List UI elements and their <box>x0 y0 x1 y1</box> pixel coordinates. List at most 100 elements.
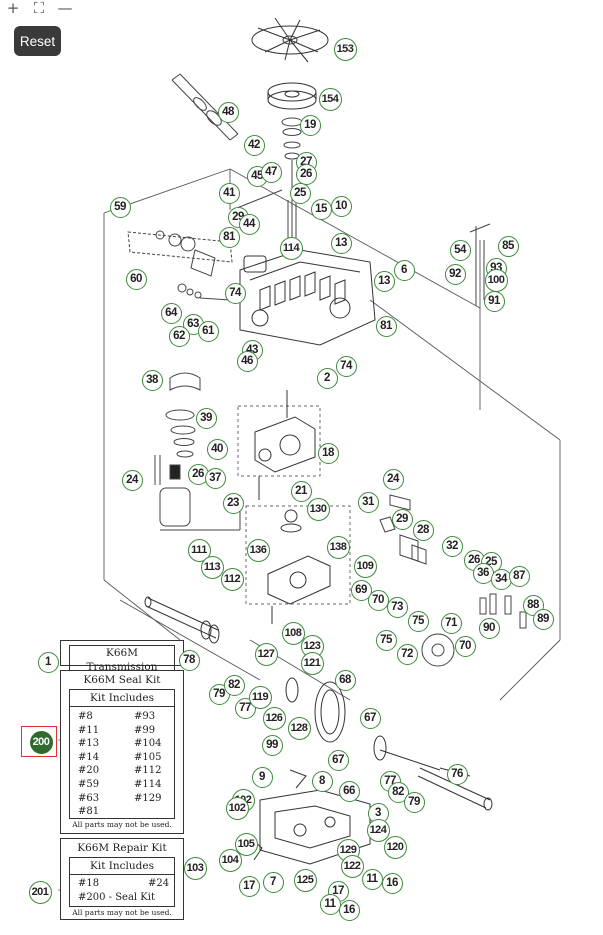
callout-87[interactable]: 87 <box>508 565 530 587</box>
callout-48[interactable]: 48 <box>217 101 239 123</box>
callout-54[interactable]: 54 <box>449 239 471 261</box>
callout-23[interactable]: 23 <box>222 492 244 514</box>
callout-108[interactable]: 108 <box>281 621 305 645</box>
callout-91[interactable]: 91 <box>483 290 505 312</box>
callout-99[interactable]: 99 <box>261 734 283 756</box>
callout-104[interactable]: 104 <box>218 848 242 872</box>
callout-120[interactable]: 120 <box>383 835 407 859</box>
callout-119[interactable]: 119 <box>248 685 272 709</box>
callout-122[interactable]: 122 <box>340 854 364 878</box>
callout-24[interactable]: 24 <box>121 469 143 491</box>
callout-26[interactable]: 26 <box>295 163 317 185</box>
callout-102[interactable]: 102 <box>225 796 249 820</box>
callout-67[interactable]: 67 <box>359 707 381 729</box>
callout-44[interactable]: 44 <box>238 213 260 235</box>
callout-16[interactable]: 16 <box>338 899 360 921</box>
callout-126[interactable]: 126 <box>262 706 286 730</box>
callout-42[interactable]: 42 <box>243 134 265 156</box>
callout-75[interactable]: 75 <box>375 629 397 651</box>
callout-128[interactable]: 128 <box>287 716 311 740</box>
zoom-out-icon[interactable]: — <box>57 0 73 17</box>
callout-59[interactable]: 59 <box>109 196 131 218</box>
callout-61[interactable]: 61 <box>197 320 219 342</box>
callout-79[interactable]: 79 <box>403 791 425 813</box>
callout-16[interactable]: 16 <box>381 872 403 894</box>
callout-17[interactable]: 17 <box>238 875 260 897</box>
callout-111[interactable]: 111 <box>187 538 211 562</box>
callout-72[interactable]: 72 <box>396 643 418 665</box>
callout-29[interactable]: 29 <box>391 508 413 530</box>
callout-37[interactable]: 37 <box>204 467 226 489</box>
callout-154[interactable]: 154 <box>318 87 342 111</box>
callout-82[interactable]: 82 <box>387 781 409 803</box>
callout-60[interactable]: 60 <box>125 268 147 290</box>
callout-47[interactable]: 47 <box>260 161 282 183</box>
callout-105[interactable]: 105 <box>234 832 258 856</box>
callout-112[interactable]: 112 <box>220 567 244 591</box>
callout-66[interactable]: 66 <box>338 780 360 802</box>
callout-13[interactable]: 13 <box>330 232 352 254</box>
callout-69[interactable]: 69 <box>350 579 372 601</box>
callout-67[interactable]: 67 <box>327 749 349 771</box>
callout-125[interactable]: 125 <box>293 868 317 892</box>
callout-32[interactable]: 32 <box>441 535 463 557</box>
callout-114[interactable]: 114 <box>279 236 303 260</box>
callout-24[interactable]: 24 <box>382 468 404 490</box>
callout-90[interactable]: 90 <box>478 617 500 639</box>
callout-6[interactable]: 6 <box>393 259 415 281</box>
callout-130[interactable]: 130 <box>306 497 330 521</box>
callout-136[interactable]: 136 <box>246 538 270 562</box>
callout-1[interactable]: 1 <box>37 651 59 673</box>
callout-10[interactable]: 10 <box>330 195 352 217</box>
callout-70[interactable]: 70 <box>367 589 389 611</box>
callout-103[interactable]: 103 <box>183 856 207 880</box>
callout-92[interactable]: 92 <box>444 263 466 285</box>
callout-81[interactable]: 81 <box>218 226 240 248</box>
callout-11[interactable]: 11 <box>319 893 341 915</box>
callout-75[interactable]: 75 <box>407 610 429 632</box>
callout-8[interactable]: 8 <box>311 770 333 792</box>
callout-11[interactable]: 11 <box>361 868 383 890</box>
zoom-in-icon[interactable]: + <box>6 0 20 17</box>
reset-button[interactable]: Reset <box>14 26 61 56</box>
callout-201[interactable]: 201 <box>28 880 52 904</box>
callout-127[interactable]: 127 <box>254 642 278 666</box>
callout-62[interactable]: 62 <box>168 325 190 347</box>
callout-2[interactable]: 2 <box>316 367 338 389</box>
callout-113[interactable]: 113 <box>200 555 224 579</box>
callout-7[interactable]: 7 <box>262 871 284 893</box>
callout-40[interactable]: 40 <box>206 438 228 460</box>
callout-81[interactable]: 81 <box>375 315 397 337</box>
callout-74[interactable]: 74 <box>224 282 246 304</box>
callout-78[interactable]: 78 <box>178 649 200 671</box>
callout-31[interactable]: 31 <box>357 491 379 513</box>
callout-71[interactable]: 71 <box>440 612 462 634</box>
callout-100[interactable]: 100 <box>484 268 508 292</box>
callout-89[interactable]: 89 <box>532 608 554 630</box>
callout-38[interactable]: 38 <box>141 369 163 391</box>
callout-74[interactable]: 74 <box>335 355 357 377</box>
callout-68[interactable]: 68 <box>334 669 356 691</box>
callout-9[interactable]: 9 <box>251 766 273 788</box>
callout-121[interactable]: 121 <box>300 651 324 675</box>
callout-39[interactable]: 39 <box>195 407 217 429</box>
callout-19[interactable]: 19 <box>299 114 321 136</box>
callout-138[interactable]: 138 <box>326 535 350 559</box>
callout-36[interactable]: 36 <box>472 562 494 584</box>
callout-70[interactable]: 70 <box>454 635 476 657</box>
callout-41[interactable]: 41 <box>218 182 240 204</box>
callout-46[interactable]: 46 <box>236 350 258 372</box>
callout-13[interactable]: 13 <box>373 270 395 292</box>
callout-64[interactable]: 64 <box>160 302 182 324</box>
callout-73[interactable]: 73 <box>386 596 408 618</box>
fit-screen-icon[interactable]: ⛶ <box>33 0 45 17</box>
callout-85[interactable]: 85 <box>497 235 519 257</box>
callout-153[interactable]: 153 <box>333 37 357 61</box>
callout-200[interactable]: 200 <box>29 730 53 754</box>
callout-28[interactable]: 28 <box>412 519 434 541</box>
callout-21[interactable]: 21 <box>290 480 312 502</box>
callout-76[interactable]: 76 <box>446 763 468 785</box>
callout-109[interactable]: 109 <box>353 554 377 578</box>
callout-25[interactable]: 25 <box>289 182 311 204</box>
callout-82[interactable]: 82 <box>223 674 245 696</box>
